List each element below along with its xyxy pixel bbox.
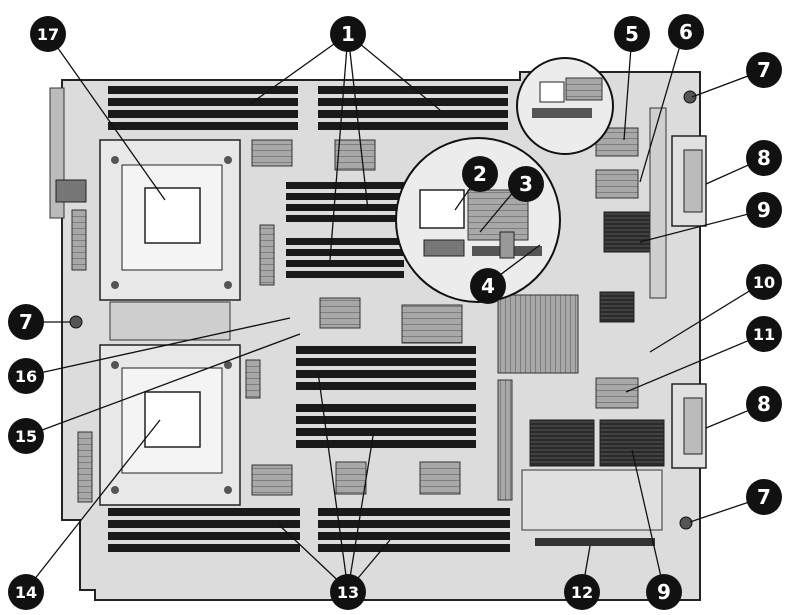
vrm-strip-top	[259, 224, 275, 286]
bottom-connector-12	[535, 538, 655, 546]
mezz-connector-area	[521, 469, 663, 531]
callout-10: 10	[746, 264, 782, 300]
svg-text:3: 3	[519, 172, 533, 196]
callout-12: 12	[564, 574, 600, 610]
svg-text:16: 16	[15, 367, 37, 386]
svg-text:8: 8	[757, 392, 771, 416]
callout-5: 5	[614, 16, 650, 52]
heatsink-mid-2	[401, 304, 463, 344]
svg-text:13: 13	[337, 583, 359, 602]
vrm-strip-bottom	[245, 359, 261, 399]
standoff-bottom	[679, 516, 693, 530]
svg-text:8: 8	[757, 146, 771, 170]
callout-4: 4	[470, 268, 506, 304]
callout-13: 13	[330, 574, 366, 610]
callout-3: 3	[508, 166, 544, 202]
dimm-bank-top-left	[108, 86, 298, 130]
left-connector	[55, 179, 87, 203]
callout-9-top: 9	[746, 192, 782, 228]
heatsink-mid-1	[319, 297, 361, 329]
svg-text:10: 10	[753, 273, 775, 292]
right-connector-top-inner	[683, 149, 703, 213]
callout-15: 15	[8, 418, 44, 454]
svg-text:14: 14	[15, 583, 37, 602]
svg-text:15: 15	[15, 427, 37, 446]
left-io-strip-lower	[77, 431, 93, 503]
svg-text:11: 11	[753, 325, 775, 344]
right-connector-bottom-inner	[683, 397, 703, 455]
callout-8-bottom: 8	[746, 386, 782, 422]
heatsink-lower-1	[335, 461, 367, 495]
callout-16: 16	[8, 358, 44, 394]
dimm-bank-middle-upper	[286, 182, 404, 278]
module-11	[595, 377, 639, 409]
svg-text:2: 2	[473, 162, 487, 186]
vertical-strip	[497, 379, 513, 501]
callout-6: 6	[668, 14, 704, 50]
svg-text:4: 4	[481, 274, 495, 298]
heatsink-chipset	[497, 294, 579, 374]
svg-text:7: 7	[757, 485, 771, 509]
callout-8-top: 8	[746, 140, 782, 176]
heatsink-bottom	[251, 464, 293, 496]
callout-9-bottom: 9	[646, 574, 682, 610]
dimm-bank-middle-lower	[296, 346, 476, 448]
processor-1	[99, 139, 241, 301]
processor-bracket	[109, 301, 231, 341]
right-bracket	[649, 107, 667, 299]
processor-2	[99, 344, 241, 506]
dimm-bank-top-right	[318, 86, 508, 130]
svg-text:7: 7	[19, 310, 33, 334]
heatsink-lower-2	[419, 461, 461, 495]
svg-text:12: 12	[571, 583, 593, 602]
standoff-top	[683, 90, 697, 104]
svg-text:1: 1	[341, 22, 355, 46]
svg-text:9: 9	[757, 198, 771, 222]
callout-7-left: 7	[8, 304, 44, 340]
svg-text:5: 5	[625, 22, 639, 46]
dimm-bank-bottom-right	[318, 508, 510, 552]
svg-text:7: 7	[757, 58, 771, 82]
standoff-left	[69, 315, 83, 329]
callout-7-top: 7	[746, 52, 782, 88]
magnifier-small	[516, 57, 614, 155]
callout-7-bottom: 7	[746, 479, 782, 515]
callout-11: 11	[746, 316, 782, 352]
module-6	[595, 169, 639, 199]
mezz-chip-9-top	[603, 211, 653, 253]
callout-1: 1	[330, 16, 366, 52]
callout-14: 14	[8, 574, 44, 610]
small-chip	[599, 291, 635, 323]
svg-text:17: 17	[37, 25, 59, 44]
heatsink-mid-3	[334, 139, 376, 171]
svg-text:6: 6	[679, 20, 693, 44]
callout-2: 2	[462, 156, 498, 192]
mezz-chip-9-bottom-b	[599, 419, 665, 467]
dimm-bank-bottom-left	[108, 508, 300, 552]
callout-17: 17	[30, 16, 66, 52]
mezz-chip-9-bottom-a	[529, 419, 595, 467]
left-io-strip	[71, 209, 87, 271]
svg-text:9: 9	[657, 580, 671, 604]
heatsink-top	[251, 139, 293, 167]
